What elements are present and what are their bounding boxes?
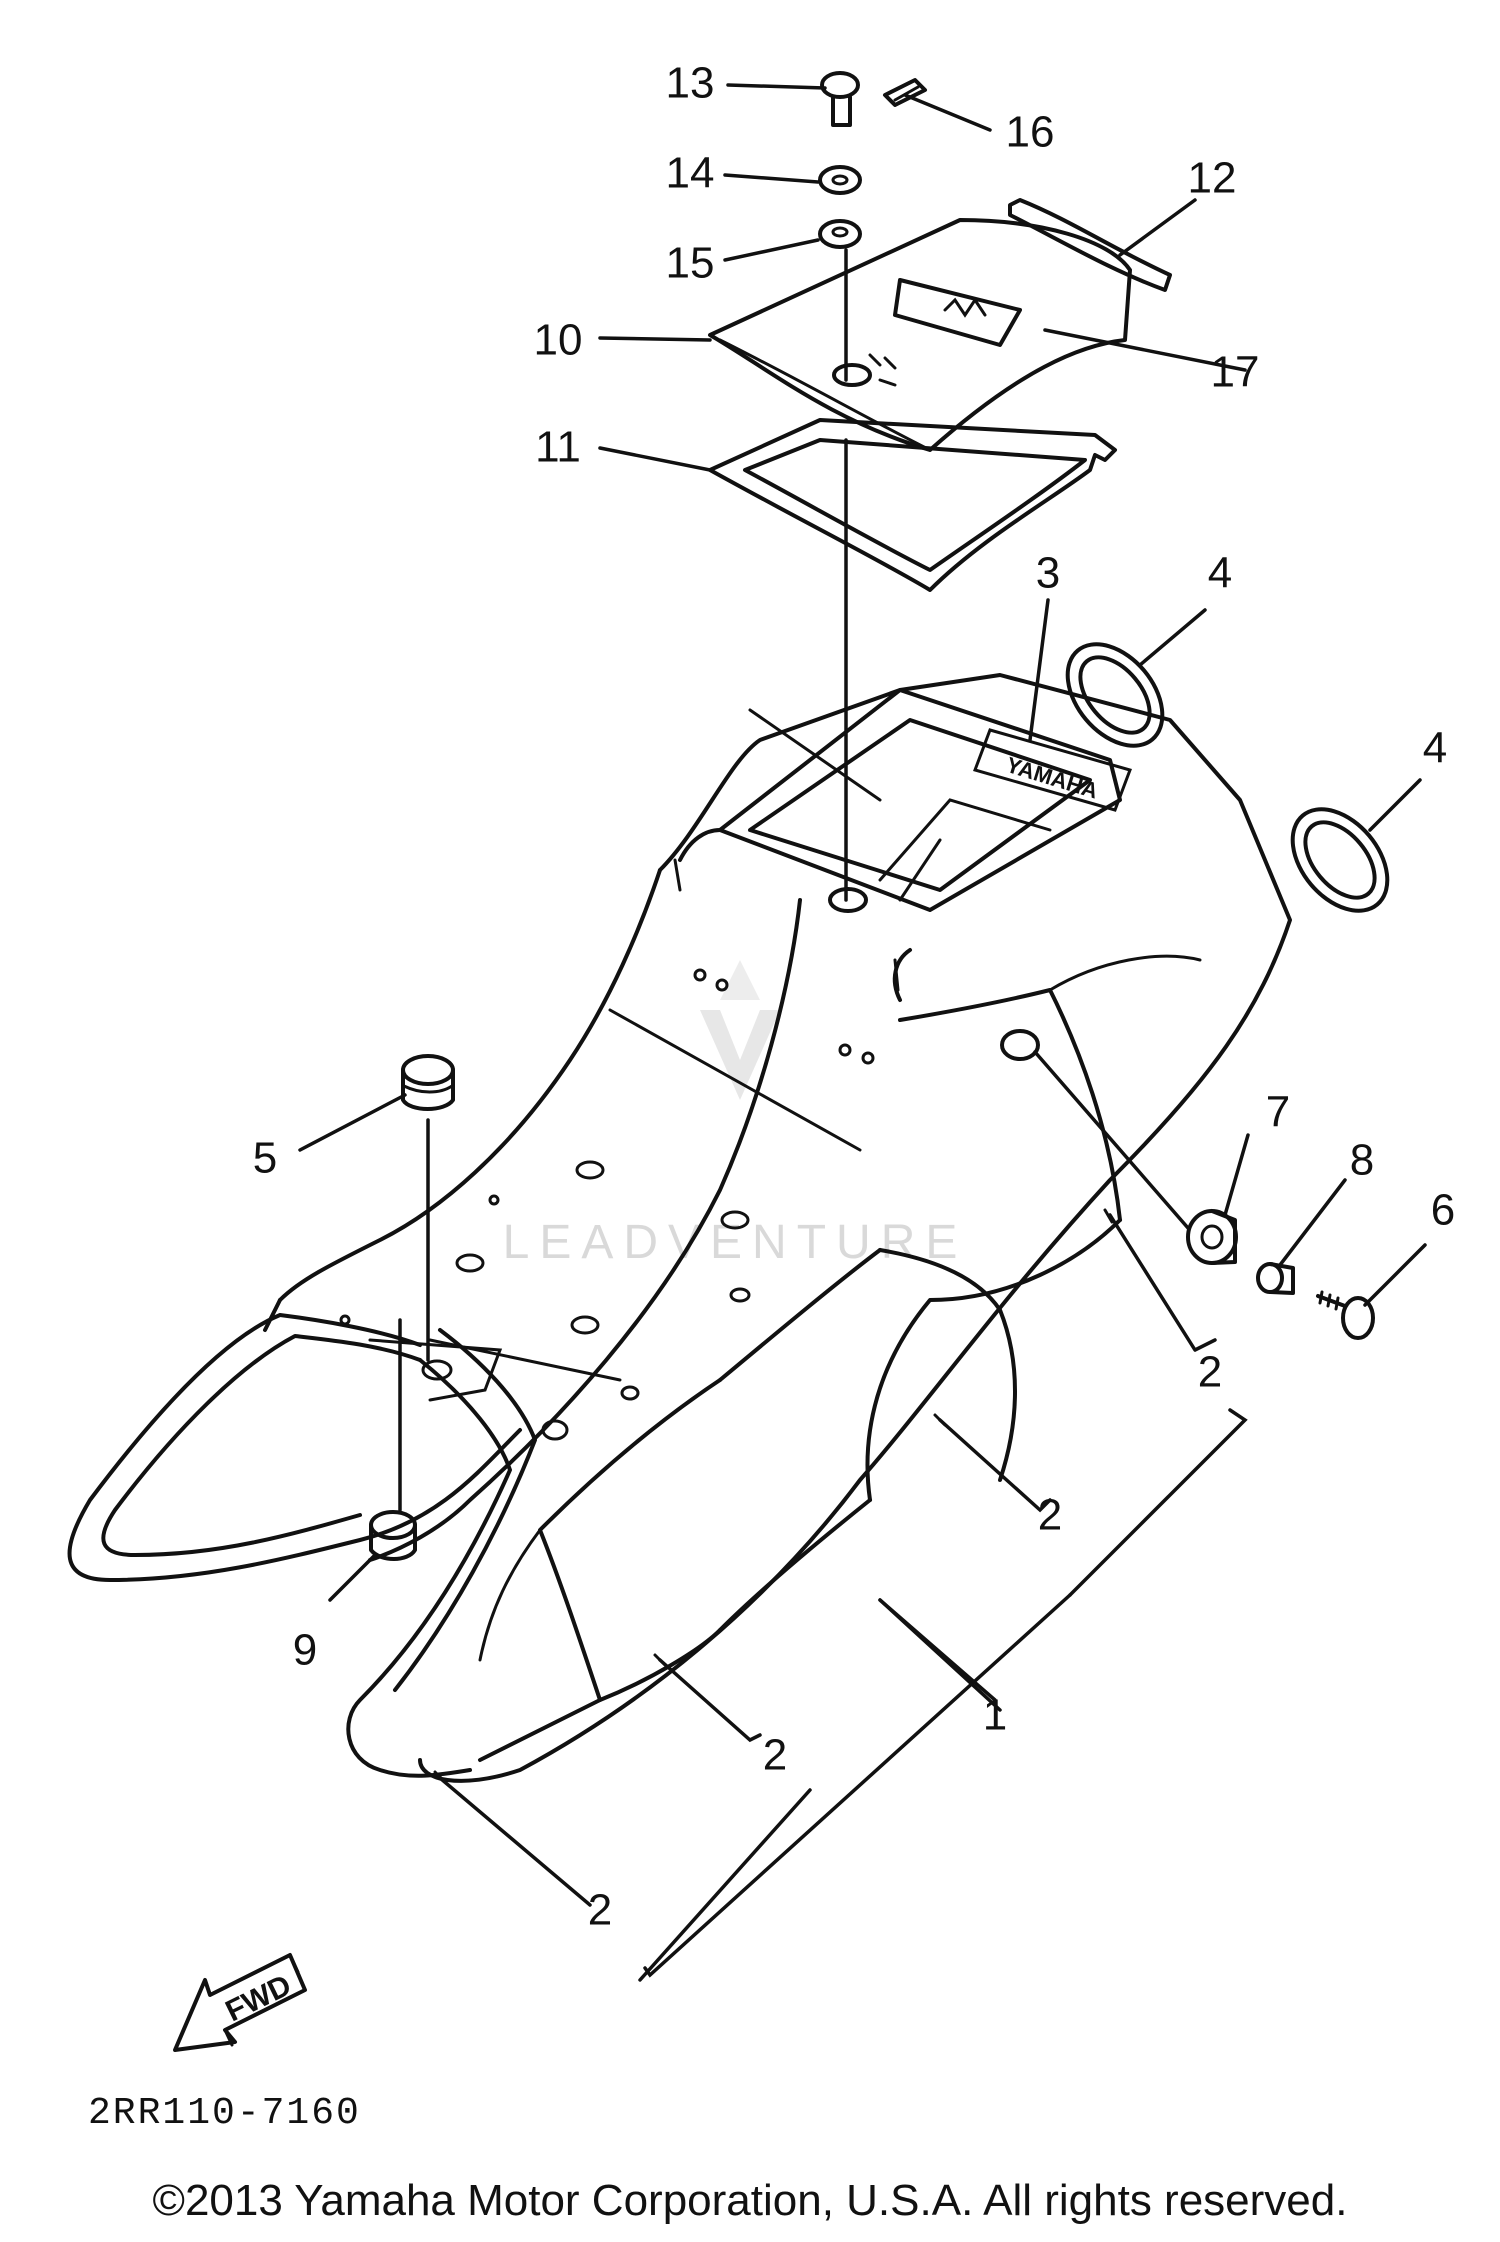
callout-15: 15 [666,239,715,288]
callout-6: 6 [1431,1186,1455,1235]
callout-2: 2 [763,1731,787,1780]
copyright-notice: ©2013 Yamaha Motor Corporation, U.S.A. A… [152,2176,1348,2225]
callout-7: 7 [1266,1088,1290,1137]
part-8-collar [1256,1262,1295,1295]
callout-12: 12 [1188,154,1237,203]
emblem-text: YAMAHA [1003,752,1101,804]
part-4-ring-upper [1065,642,1165,748]
callout-3: 3 [1036,549,1060,598]
part-16-clip [883,78,927,107]
callout-17: 17 [1211,348,1260,397]
callout-9: 9 [293,1626,317,1675]
part-17-label [893,278,1022,347]
callout-1: 1 [983,1691,1007,1740]
part-4-ring-lower [1290,807,1390,913]
leader-lines [298,83,1427,1982]
diagram-part-number: 2RR110-7160 [88,2092,361,2135]
part-5-damper [401,1054,455,1111]
fwd-label: FWD [221,1969,297,2029]
part-14-nut [818,165,862,195]
callout-2: 2 [1198,1348,1222,1397]
rear-tail-loop [67,1313,537,1778]
callout-8: 8 [1350,1136,1374,1185]
part-13-bolt [820,71,860,127]
part-15-grommet [818,219,862,249]
callout-11: 11 [535,423,581,472]
callouts: 1 2 2 2 2 2 3 4 4 5 6 7 8 9 10 11 12 13 … [253,59,1455,1935]
watermark: LEADVENTURE [503,960,968,1269]
part-9-damper [369,1510,417,1561]
watermark-logo-icon [700,960,780,1100]
part-11-gasket [708,418,1117,592]
callout-4: 4 [1423,724,1447,773]
part-12-trim-strip [1008,198,1172,292]
fwd-arrow: FWD [173,1953,307,2052]
callout-2: 2 [588,1886,612,1935]
part-6-bolt [1316,1290,1375,1340]
assembly-line-side [1033,1050,1190,1230]
callout-5: 5 [253,1134,277,1183]
callout-16: 16 [1006,108,1055,157]
callout-2: 2 [1038,1491,1062,1540]
callout-13: 13 [666,59,715,108]
part-10-tray-cover [708,218,1132,452]
callout-10: 10 [534,316,583,365]
callout-14: 14 [666,149,715,198]
part-7-damper [1186,1209,1238,1265]
watermark-text: LEADVENTURE [503,1216,968,1269]
callout-4: 4 [1208,549,1232,598]
